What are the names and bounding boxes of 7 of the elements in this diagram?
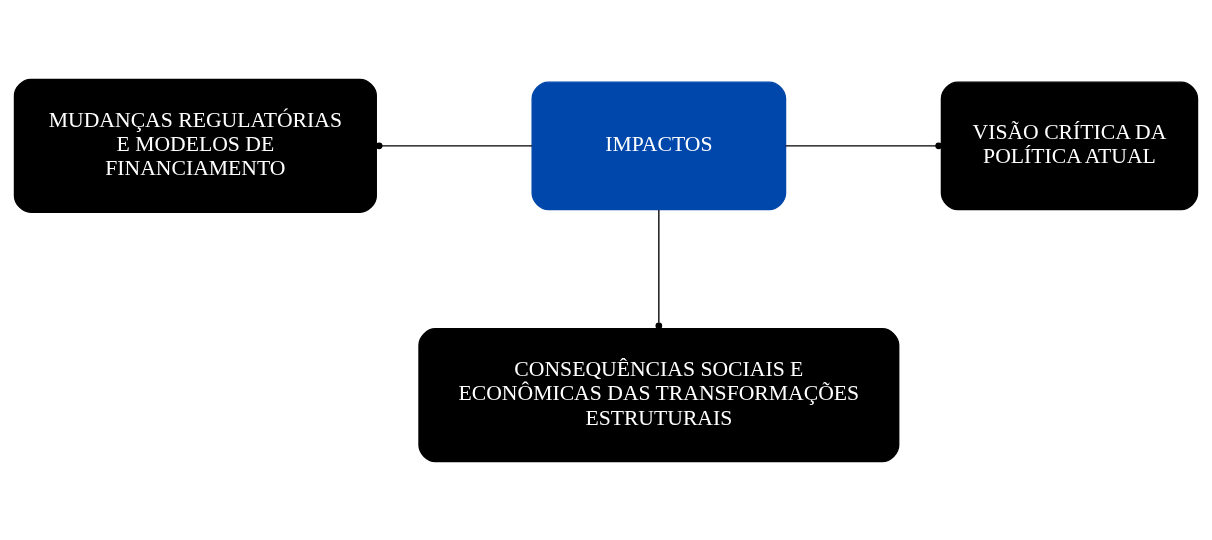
connector: [784, 141, 943, 149]
node-box: CONSEQUÊNCIAS SOCIAIS E ECONÔMICAS DAS TRANSFORMAÇÕES ESTRUTURAIS: [418, 327, 900, 462]
node-box: MUDANÇAS REGULATÓRIAS E MODELOS DE FINANCIAMENTO: [13, 78, 377, 213]
node-box: IMPACTOS: [531, 80, 787, 210]
node-box: VISÃO CRÍTICA DA POLÍTICA ATUAL: [940, 80, 1199, 210]
connector: [375, 141, 533, 149]
connector: [655, 208, 663, 329]
